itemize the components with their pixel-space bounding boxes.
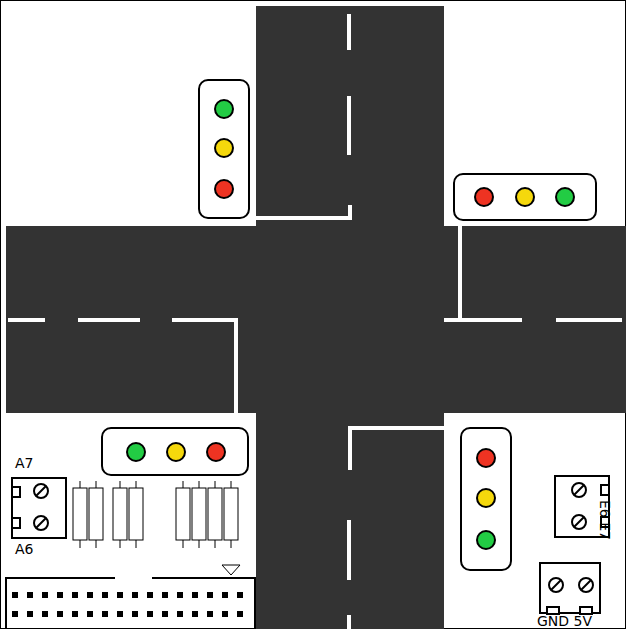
pin-label: E6 E7 <box>598 500 612 540</box>
road-markings <box>8 14 622 629</box>
road-horizontal <box>6 226 626 413</box>
terminal-block <box>12 478 66 538</box>
pin-label: GND 5V <box>537 614 592 628</box>
pin-header <box>6 565 255 629</box>
traffic-light <box>461 428 511 570</box>
resistor-symbol <box>73 481 238 548</box>
pin-label: A7 <box>15 456 33 470</box>
traffic-light <box>102 428 248 475</box>
pin-label: A6 <box>15 542 33 556</box>
terminal-block <box>540 563 600 614</box>
traffic-light <box>454 174 596 220</box>
traffic-light <box>199 80 249 218</box>
